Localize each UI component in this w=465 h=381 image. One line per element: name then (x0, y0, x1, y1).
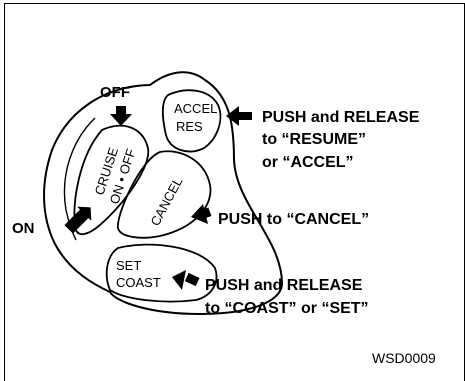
switch-housing-inner-edge (63, 117, 96, 241)
cancel-callout-line1: PUSH to “CANCEL” (218, 211, 369, 228)
coast-label: COAST (116, 275, 161, 290)
cancel-label: CANCEL (147, 175, 185, 229)
coast-callout-line2: to “COAST” or “SET” (205, 300, 369, 317)
accel-res-button (161, 89, 222, 153)
cruise-main-switch (73, 124, 150, 235)
arrow-on-icon (64, 206, 92, 234)
resume-callout-line1: PUSH and RELEASE (262, 109, 420, 126)
resume-callout-line3: or “ACCEL” (262, 154, 354, 171)
off-label: OFF (100, 84, 130, 101)
arrow-cancel-icon (191, 204, 212, 224)
arrow-coast-icon (172, 270, 200, 290)
set-coast-button (105, 243, 218, 303)
arrow-off-icon (110, 106, 132, 126)
accel-label: ACCEL (174, 101, 217, 116)
switch-housing-outline (43, 71, 284, 316)
cancel-button (117, 150, 212, 239)
res-label: RES (176, 119, 203, 134)
coast-callout-line1: PUSH and RELEASE (205, 277, 363, 294)
on-label: ON (12, 220, 35, 237)
resume-callout-line2: to “RESUME” (262, 131, 366, 148)
set-label: SET (116, 258, 141, 273)
arrow-accel-icon (226, 106, 252, 126)
figure-code: WSD0009 (372, 350, 436, 366)
